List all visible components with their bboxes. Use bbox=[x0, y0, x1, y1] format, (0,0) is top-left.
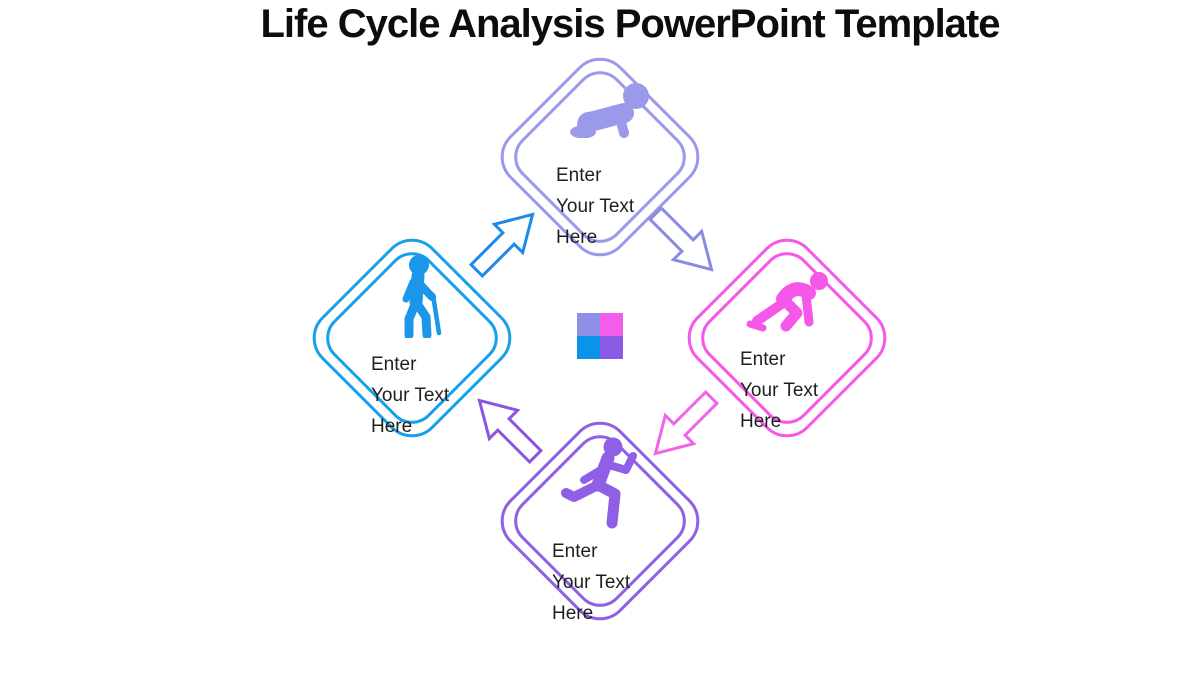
stage-text-placeholder-left[interactable]: Enter Your Text Here bbox=[371, 354, 450, 437]
stage-text-placeholder-bottom[interactable]: Enter Your Text Here bbox=[552, 541, 631, 624]
elderly-person-with-cane-icon bbox=[402, 255, 442, 338]
slide-title: Life Cycle Analysis PowerPoint Template bbox=[260, 2, 1000, 46]
arrow-left-to-top-icon bbox=[468, 212, 535, 279]
grid-square-top-left bbox=[577, 313, 600, 336]
arrow-bottom-to-left-icon bbox=[477, 398, 544, 465]
grid-square-bottom-right bbox=[600, 336, 623, 359]
grid-square-top-right bbox=[600, 313, 623, 336]
stage-text-placeholder-right[interactable]: Enter Your Text Here bbox=[740, 349, 819, 432]
running-person-icon bbox=[561, 437, 637, 529]
grid-square-bottom-left bbox=[577, 336, 600, 359]
stage-text-placeholder-top[interactable]: Enter Your Text Here bbox=[556, 165, 635, 248]
arrow-top-to-right-icon bbox=[647, 205, 714, 272]
arrow-right-to-bottom-icon bbox=[653, 389, 720, 456]
center-color-grid bbox=[577, 313, 623, 359]
crouching-sprinter-icon bbox=[746, 272, 828, 332]
crawling-baby-icon bbox=[570, 83, 649, 138]
